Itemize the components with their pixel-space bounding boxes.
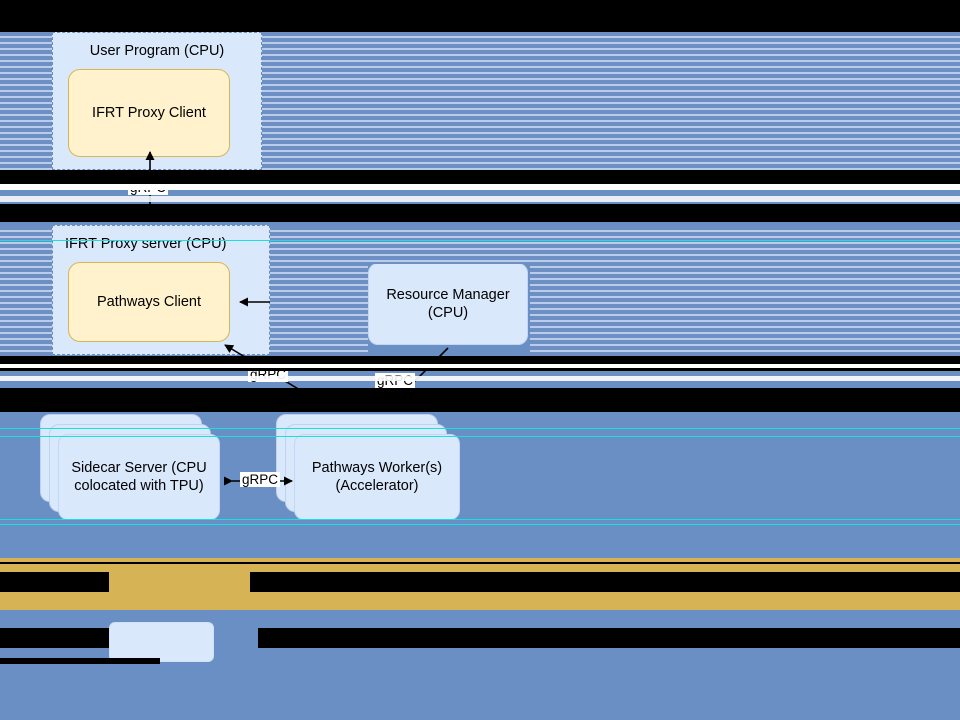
node-pathways-client-label: Pathways Client: [97, 293, 201, 310]
node-resource-manager-label-line2: (CPU): [427, 305, 469, 321]
node-user-program-label: User Program (CPU): [89, 43, 225, 59]
edge-label-client-server: gRPC: [128, 180, 169, 195]
node-resource-manager: Resource Manager (CPU): [368, 263, 528, 345]
node-resource-manager-label-line1: Resource Manager: [386, 286, 510, 303]
node-pathways-client: Pathways Client: [68, 262, 230, 342]
node-pathways-workers: Pathways Worker(s) (Accelerator): [294, 434, 460, 520]
legend-swatch-yellow: [109, 562, 214, 602]
node-ifrt-proxy-client-label: IFRT Proxy Client: [92, 104, 206, 121]
edge-label-sidecar-pathways-client: gRPC: [248, 367, 289, 382]
node-sidecar-server: Sidecar Server (CPU colocated with TPU): [58, 434, 220, 520]
node-pathways-workers-label-line1: Pathways Worker(s): [311, 459, 443, 476]
node-pathways-workers-label-line2: (Accelerator): [335, 478, 419, 494]
legend-swatch-blue: [109, 622, 214, 662]
node-sidecar-server-label-line1: Sidecar Server (CPU: [71, 459, 207, 476]
edge-label-rm-pathways-client: gRPC: [277, 294, 318, 309]
node-sidecar-server-label-line2: colocated with TPU): [74, 478, 204, 494]
edge-label-sidecar-worker: gRPC: [240, 472, 281, 487]
node-ifrt-proxy-client: IFRT Proxy Client: [68, 69, 230, 157]
edge-label-rm-workers: gRPC: [375, 373, 416, 388]
